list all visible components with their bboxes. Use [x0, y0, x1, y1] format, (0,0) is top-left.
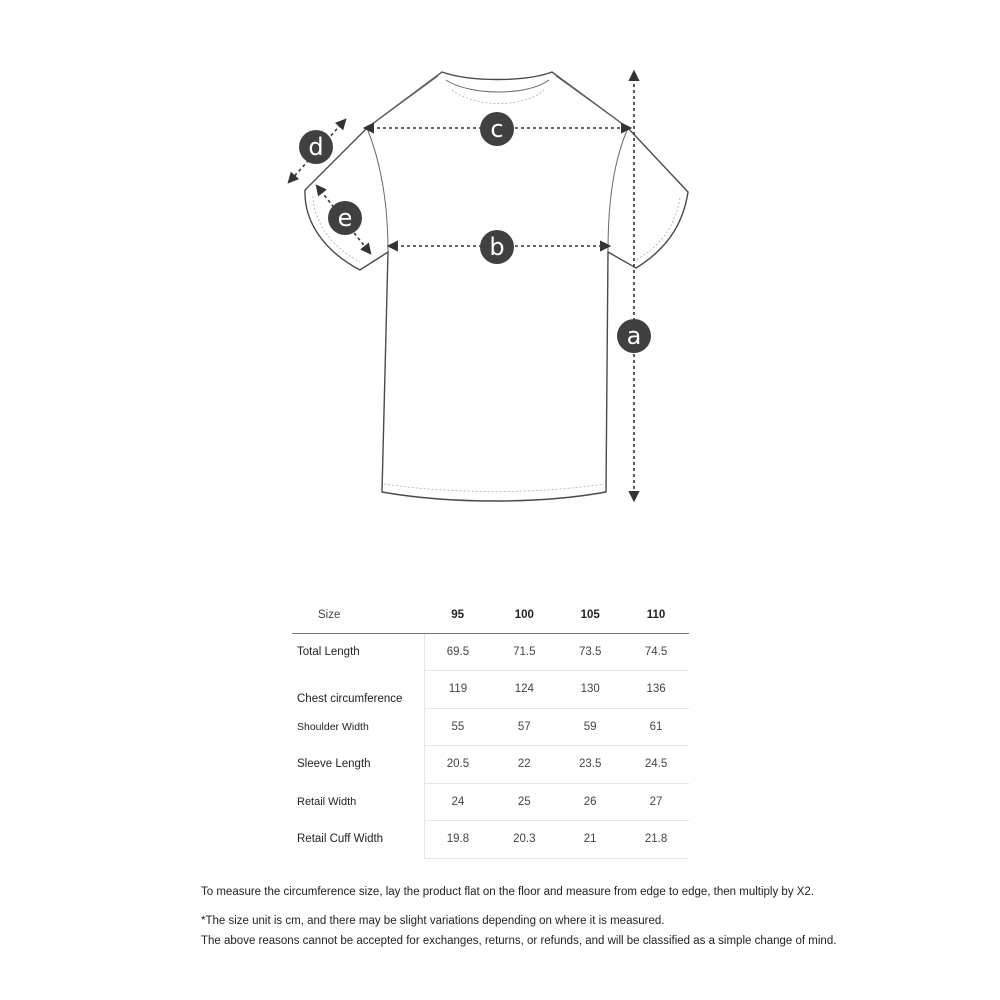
marker-c: c — [480, 112, 514, 146]
table-cell: 69.5 — [423, 633, 492, 671]
size-column-105: 105 — [557, 597, 624, 634]
table-cell: 23.5 — [557, 745, 624, 784]
row-label: Chest circumference — [297, 693, 403, 705]
table-row-chest-circumference: Chest circumference 119 124 130 136 — [292, 670, 689, 709]
table-cell: 22 — [491, 745, 558, 784]
size-column-100: 100 — [491, 597, 558, 634]
size-header-row: Size 95 100 105 110 — [292, 597, 689, 634]
collar-line — [445, 79, 550, 93]
collar-stitch — [451, 89, 545, 104]
size-column-110: 110 — [623, 597, 689, 634]
table-cell: 20.3 — [491, 820, 558, 859]
table-row-retail-width: Retail Width 24 25 26 27 — [292, 783, 689, 821]
table-cell: 55 — [423, 708, 492, 746]
table-cell: 24.5 — [623, 745, 689, 784]
size-table: Size 95 100 105 110 Total Length 69.5 71… — [292, 597, 689, 859]
table-cell: 136 — [623, 670, 689, 709]
cuff-arrow — [287, 118, 347, 184]
row-label: Shoulder Width — [297, 720, 369, 733]
marker-a: a — [617, 319, 651, 353]
table-cell: 27 — [623, 783, 689, 821]
table-cell: 119 — [423, 670, 492, 709]
table-cell: 24 — [423, 783, 492, 821]
row-label: Retail Width — [297, 795, 357, 808]
table-cell: 61 — [623, 708, 689, 746]
size-header-label: Size — [292, 597, 424, 634]
table-cell: 26 — [557, 783, 624, 821]
table-cell: 21 — [557, 820, 624, 859]
marker-d-label: d — [308, 133, 323, 161]
table-cell: 21.8 — [623, 820, 689, 859]
row-label: Sleeve Length — [297, 758, 371, 771]
marker-b-label: b — [489, 233, 504, 261]
table-row-sleeve-length: Sleeve Length 20.5 22 23.5 24.5 — [292, 745, 689, 784]
marker-b: b — [480, 230, 514, 264]
marker-e-label: e — [338, 204, 353, 232]
measure-instruction-note: To measure the circumference size, lay t… — [201, 886, 815, 898]
tshirt-measurement-diagram: a b c d e — [287, 69, 689, 503]
table-cell: 57 — [491, 708, 558, 746]
row-label: Total Length — [297, 646, 360, 658]
table-cell: 59 — [557, 708, 624, 746]
size-column-95: 95 — [424, 597, 492, 634]
table-cell: 25 — [491, 783, 558, 821]
size-unit-note: *The size unit is cm, and there may be s… — [201, 915, 665, 927]
table-row-retail-cuff-width: Retail Cuff Width 19.8 20.3 21 21.8 — [292, 820, 689, 859]
table-cell: 20.5 — [423, 745, 492, 784]
table-cell: 71.5 — [491, 633, 558, 671]
table-cell: 130 — [557, 670, 624, 709]
table-row-shoulder-width: Shoulder Width 55 57 59 61 — [292, 708, 689, 746]
table-cell: 73.5 — [557, 633, 624, 671]
marker-d: d — [299, 130, 333, 164]
table-cell: 124 — [491, 670, 558, 709]
table-cell: 19.8 — [423, 820, 492, 859]
bottom-hem-stitch — [383, 483, 605, 492]
row-label: Retail Cuff Width — [297, 833, 384, 846]
return-policy-note: The above reasons cannot be accepted for… — [201, 935, 837, 947]
table-cell: 74.5 — [623, 633, 689, 671]
table-row-total-length: Total Length 69.5 71.5 73.5 74.5 — [292, 633, 689, 671]
marker-e: e — [328, 201, 362, 235]
marker-a-label: a — [627, 322, 642, 350]
right-sleeve-hem-stitch — [635, 197, 681, 261]
marker-c-label: c — [490, 115, 503, 143]
